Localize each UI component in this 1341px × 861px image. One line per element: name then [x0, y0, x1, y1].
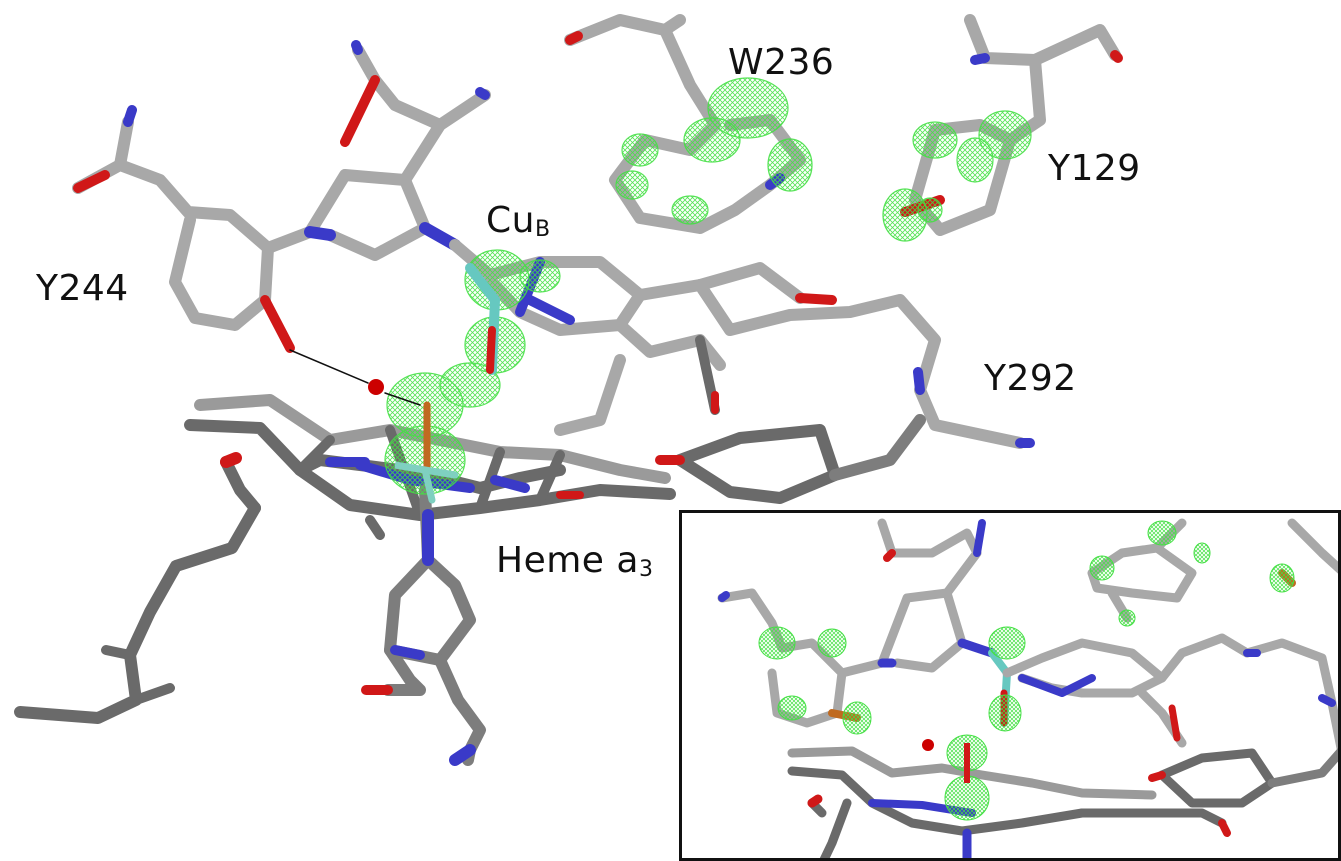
metal-centers	[289, 263, 500, 504]
label-cub: CuB	[486, 200, 551, 242]
label-heme-a3: Heme a3	[496, 540, 653, 582]
label-y244: Y244	[36, 268, 129, 309]
label-heme-sub: 3	[638, 557, 654, 582]
label-cub-main: Cu	[486, 200, 535, 241]
label-w236: W236	[728, 42, 835, 83]
protein-stick-model-inset-icon	[717, 518, 1338, 858]
label-cub-sub: B	[534, 217, 551, 242]
label-y292: Y292	[984, 358, 1077, 399]
inset-view	[679, 510, 1341, 861]
label-heme-main: Heme a	[496, 540, 639, 581]
label-y129: Y129	[1048, 148, 1141, 189]
